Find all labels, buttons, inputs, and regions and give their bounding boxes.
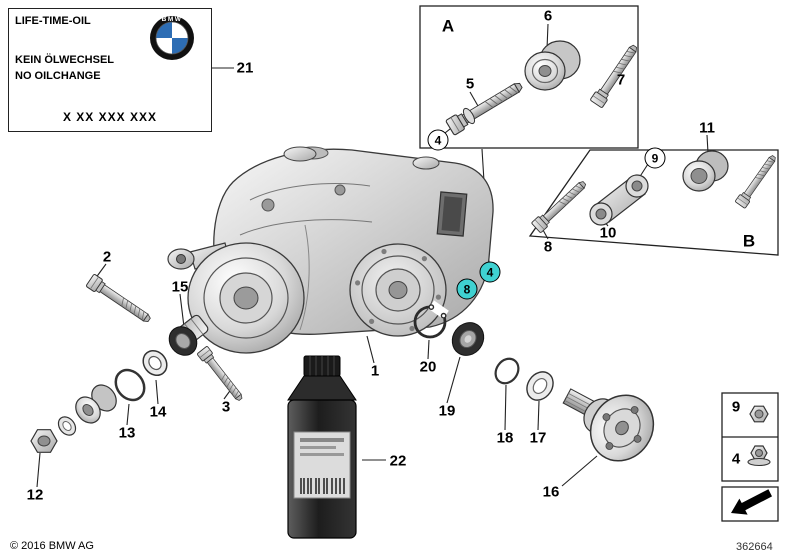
callout-part-7[interactable]: 7 (616, 71, 626, 89)
diagram-number: 362664 (736, 541, 773, 553)
part-8-bolt (530, 177, 590, 234)
callout-circled-9-box-b[interactable]: 9 (644, 147, 666, 169)
callout-highlight-4[interactable]: 4 (479, 261, 501, 283)
part-18-shim (494, 357, 520, 385)
lifetime-oil-label: LIFE-TIME-OIL KEIN ÖLWECHSEL NO OILCHANG… (8, 8, 212, 132)
callout-part-13[interactable]: 13 (118, 424, 136, 442)
part-2-bolt (85, 273, 154, 327)
callout-part-17[interactable]: 17 (529, 429, 547, 447)
callout-part-6[interactable]: 6 (543, 7, 553, 25)
part-12-flange-nut (30, 384, 117, 453)
copyright: © 2016 BMW AG (10, 540, 94, 552)
callout-part-19[interactable]: 19 (438, 402, 456, 420)
callout-part-22[interactable]: 22 (389, 452, 407, 470)
callout-part-18[interactable]: 18 (496, 429, 514, 447)
part-19-seal (451, 322, 485, 356)
callout-part-11[interactable]: 11 (699, 119, 715, 137)
callout-part-5[interactable]: 5 (465, 75, 475, 93)
flange-nut-icon (747, 445, 771, 467)
direction-arrow-icon (731, 489, 772, 515)
part-13-ring (114, 368, 146, 402)
callout-part-21[interactable]: 21 (236, 59, 254, 77)
callout-circled-4-box-a[interactable]: 4 (427, 129, 449, 151)
part-16-output-flange (562, 388, 655, 462)
part-5-washer (462, 107, 476, 125)
callout-highlight-8[interactable]: 8 (456, 278, 478, 300)
collar-nut-icon (749, 405, 769, 423)
part-17-bearing-ring (526, 371, 554, 401)
callout-part-12[interactable]: 12 (26, 486, 44, 504)
part-14-washer (142, 349, 168, 377)
legend-label-4[interactable]: 4 (731, 450, 741, 468)
part-5-bolt (445, 77, 526, 136)
callout-part-20[interactable]: 20 (419, 358, 437, 376)
info-title: LIFE-TIME-OIL (15, 15, 91, 27)
part-10-bracket (589, 174, 649, 226)
rear-cover (349, 243, 447, 337)
bell-housing (187, 242, 305, 354)
part-20-snap-ring (413, 300, 449, 339)
part-7-bolt (589, 41, 642, 109)
callout-part-8[interactable]: 8 (543, 238, 553, 256)
part-1-differential-housing (167, 146, 494, 354)
callout-part-2[interactable]: 2 (102, 248, 112, 266)
direction-arrow-box (721, 486, 779, 522)
part-6-bushing (524, 40, 581, 91)
section-a-label: A (441, 16, 455, 36)
callout-part-15[interactable]: 15 (171, 278, 189, 296)
legend-label-9[interactable]: 9 (731, 398, 741, 416)
part-number-placeholder: X XX XXX XXX (62, 110, 158, 124)
part-22-oil-bottle (287, 355, 357, 539)
detail-box-b (528, 149, 779, 256)
callout-part-14[interactable]: 14 (149, 403, 167, 421)
callout-part-16[interactable]: 16 (542, 483, 560, 501)
part-15-shaft-seal (168, 326, 198, 356)
callout-part-1[interactable]: 1 (370, 362, 380, 380)
part-b-bolt (734, 152, 780, 209)
info-line-english: NO OILCHANGE (15, 70, 101, 82)
bmw-logo-text: BMW (162, 16, 183, 23)
callout-part-10[interactable]: 10 (599, 224, 617, 242)
legend-box (721, 392, 779, 482)
bmw-roundel-icon: BMW (150, 16, 194, 60)
info-line-german: KEIN ÖLWECHSEL (15, 54, 115, 66)
detail-box-a (419, 5, 639, 149)
part-3-bolt (196, 345, 247, 404)
part-11-bushing (682, 150, 729, 192)
bracket-opening (436, 191, 468, 237)
callout-part-3[interactable]: 3 (221, 398, 231, 416)
section-b-label: B (742, 231, 756, 251)
